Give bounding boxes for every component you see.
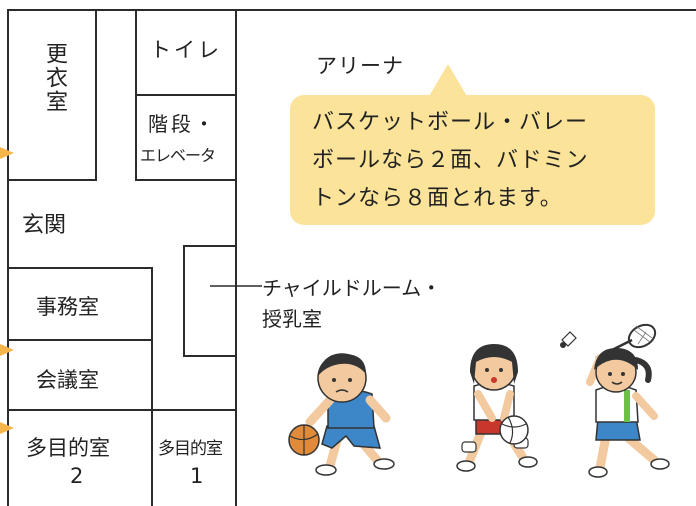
multipurpose-1-label: 多目的室	[158, 439, 223, 459]
toilet-label: トイレ	[150, 38, 222, 62]
speech-bubble	[290, 95, 655, 225]
volleyball-player-illustration	[456, 344, 538, 472]
bubble-line-3: トンなら８面とれます。	[312, 186, 563, 211]
kids-room-label-line1: チャイルドルーム・	[262, 276, 442, 300]
entrance-label: 玄関	[22, 213, 67, 238]
badminton-player-illustration	[560, 323, 670, 478]
speech-bubble-text: バスケットボール・バレー ボールなら２面、バドミン トンなら８面とれます。	[312, 104, 652, 218]
bubble-tail	[428, 64, 468, 98]
changing-room-label: 更衣室	[42, 42, 67, 114]
multipurpose-2-number: 2	[70, 464, 84, 488]
changing-room-outline	[7, 9, 97, 181]
stairs-label: 階段・	[148, 112, 217, 136]
bubble-line-2: ボールなら２面、バドミン	[312, 148, 589, 173]
arena-label: アリーナ	[316, 54, 404, 78]
meeting-room-label: 会議室	[36, 368, 99, 392]
office-label: 事務室	[36, 295, 99, 319]
kids-room-label-line2: 授乳室	[262, 307, 322, 331]
arrow-marker	[0, 147, 14, 159]
multipurpose-2-label: 多目的室	[26, 436, 110, 460]
multipurpose-1-number: 1	[190, 464, 204, 488]
kids-room-outline	[183, 245, 237, 357]
elevator-label: エレベータ	[140, 146, 216, 165]
arrow-marker	[0, 344, 14, 356]
basketball-player-illustration	[288, 353, 395, 476]
arrow-marker	[0, 422, 14, 434]
bubble-line-1: バスケットボール・バレー	[312, 110, 589, 135]
